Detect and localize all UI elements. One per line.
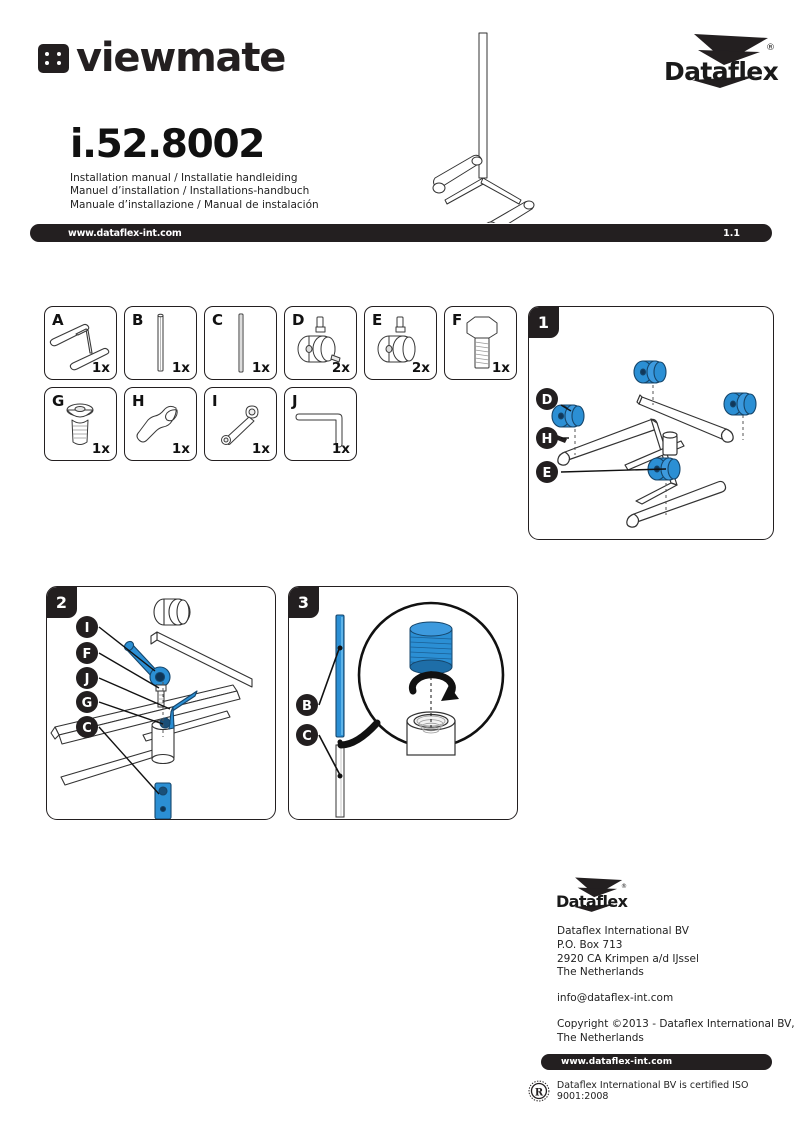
step-1-callouts: D H E [536, 388, 558, 483]
part-box-C: C 1x [204, 306, 277, 380]
registered-mark-footer: ® [621, 883, 627, 890]
iso-certification-line: R Dataflex International BV is certified… [528, 1080, 802, 1102]
step-number-badge: 2 [47, 587, 77, 618]
version-label: 1.1 [723, 227, 740, 239]
part-letter: I [212, 392, 218, 410]
parts-list: A 1x B [44, 306, 517, 468]
header-url-text[interactable]: www.dataflex-int.com [68, 227, 182, 239]
registered-mark: ® [766, 43, 775, 53]
callout-H: H [542, 432, 553, 447]
part-box-H: H 1x [124, 387, 197, 461]
part-qty: 1x [91, 360, 110, 376]
step-number-badge: 1 [529, 307, 559, 338]
contact-email[interactable]: info@dataflex-int.com [557, 992, 674, 1005]
subtitle-block: Installation manual / Installatie handle… [70, 172, 319, 212]
part-box-B: B 1x [124, 306, 197, 380]
part-box-A: A 1x [44, 306, 117, 380]
part-letter: F [452, 311, 463, 329]
upper-tube-icon [157, 313, 164, 372]
header-url-bar: www.dataflex-int.com 1.1 [30, 224, 772, 242]
part-qty: 1x [331, 441, 350, 457]
part-qty: 1x [251, 441, 270, 457]
po-box: P.O. Box 713 [557, 938, 623, 951]
parts-row-1: A 1x B [44, 306, 517, 380]
step-2-diagram [50, 598, 253, 819]
part-qty: 1x [491, 360, 510, 376]
page-title: i.52.8002 [70, 122, 265, 167]
city-line: 2920 CA Krimpen a/d IJssel [557, 952, 699, 965]
step-number-badge: 3 [289, 587, 319, 618]
country-line: The Netherlands [557, 966, 644, 979]
copyright-line-1: Copyright ©2013 - Dataflex International… [557, 1017, 795, 1030]
step-3-diagram [318, 601, 505, 818]
step-1-diagram [551, 360, 757, 528]
callout-J: J [84, 672, 90, 687]
dataflex-wordmark: Dataflex [664, 57, 779, 86]
viewmate-logo: viewmate [38, 35, 286, 81]
dataflex-swoosh-footer-icon [573, 877, 623, 912]
part-letter: C [212, 311, 224, 329]
part-letter: E [372, 311, 383, 329]
part-letter: B [132, 311, 144, 329]
parts-row-2: G 1x H [44, 387, 517, 461]
part-qty: 2x [331, 360, 350, 376]
part-box-J: J 1x [284, 387, 357, 461]
part-letter: H [132, 392, 145, 410]
callout-E: E [543, 466, 552, 481]
step-2-callouts: I F J G C [76, 616, 98, 738]
callout-G: G [82, 696, 93, 711]
part-qty: 1x [171, 441, 190, 457]
footer-url-bar: www.dataflex-int.com [541, 1054, 772, 1070]
footer-address-block: Dataflex International BV P.O. Box 713 2… [557, 925, 795, 1046]
part-letter: J [292, 392, 298, 410]
viewmate-wordmark: viewmate [76, 35, 286, 81]
callout-C: C [302, 729, 312, 744]
dataflex-swoosh-icon [692, 34, 768, 88]
callout-I: I [85, 621, 90, 636]
countersunk-screw-icon [66, 403, 94, 445]
step-panel-3: 3 B C [288, 586, 518, 820]
subtitle-line-2: Manuel d’installation / Installations-ha… [70, 185, 310, 198]
part-box-D: D 2x [284, 306, 357, 380]
subtitle-line-3: Manuale d’installazione / Manual de inst… [70, 198, 319, 211]
ring-spanner-icon [221, 405, 259, 445]
part-letter: D [292, 311, 305, 329]
product-illustration [432, 32, 535, 223]
part-box-G: G 1x [44, 387, 117, 461]
base-frame-icon [49, 323, 110, 371]
company-name: Dataflex International BV [557, 925, 689, 937]
part-qty: 1x [251, 360, 270, 376]
part-box-I: I 1x [204, 387, 277, 461]
hex-bolt-icon [466, 316, 498, 369]
caster-icon [377, 316, 416, 363]
part-letter: G [52, 392, 65, 410]
iso-certification-text: Dataflex International BV is certified I… [556, 1080, 749, 1102]
open-end-wrench-icon [136, 405, 178, 443]
subtitle-line-1: Installation manual / Installatie handle… [70, 172, 298, 184]
svg-text:R: R [535, 1087, 544, 1098]
callout-D: D [542, 393, 553, 408]
callout-B: B [302, 699, 312, 714]
dataflex-wordmark-footer: Dataflex [556, 892, 628, 911]
dataflex-logo-footer: Dataflex ® [556, 876, 628, 912]
part-box-E: E 2x [364, 306, 437, 380]
step-panel-1: 1 D H E [528, 306, 774, 540]
part-letter: A [52, 311, 64, 329]
part-qty: 1x [171, 360, 190, 376]
part-qty: 1x [91, 441, 110, 457]
part-qty: 2x [411, 360, 430, 376]
callout-C: C [82, 721, 92, 736]
copyright-line-2: The Netherlands [557, 1031, 644, 1044]
step-3-callouts: B C [296, 694, 318, 746]
lower-tube-icon [238, 313, 244, 373]
locking-caster-icon [297, 316, 341, 363]
part-box-F: F 1x [444, 306, 517, 380]
step-panel-2: 2 I F J G C [46, 586, 276, 820]
registered-seal-icon: R [528, 1080, 550, 1102]
callout-F: F [83, 647, 92, 662]
dataflex-logo-header: Dataflex ® [664, 32, 779, 88]
footer-url-text[interactable]: www.dataflex-int.com [561, 1057, 673, 1067]
viewmate-dots-icon [38, 43, 69, 73]
allen-key-icon [295, 413, 343, 448]
